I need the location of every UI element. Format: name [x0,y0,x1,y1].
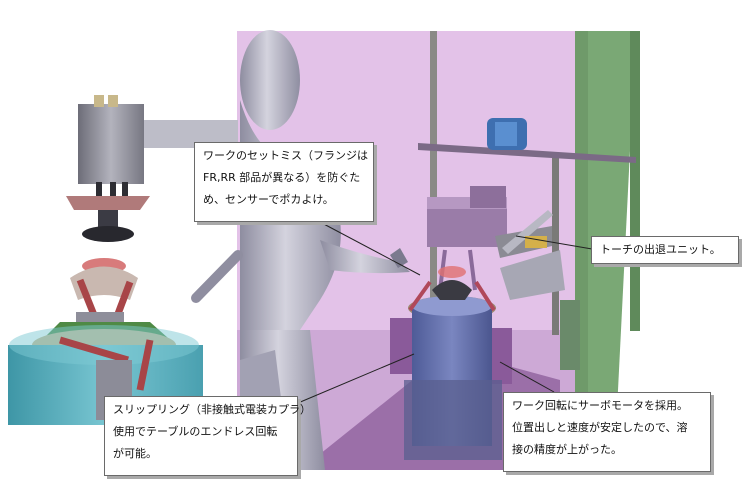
callout-set-miss-sensor: ワークのセットミス（フランジは FR,RR 部品が異なる）を防ぐた め、センサー… [194,142,374,222]
leader-lines [297,221,593,404]
callout-line: が可能。 [113,447,157,460]
callout-line: 接の精度が上がった。 [512,443,622,456]
callout-line: 位置出しと速度が安定したので、溶 [512,421,688,434]
callout-line: め、センサーでポカよけ。 [203,193,334,206]
callout-line: トーチの出退ユニット。 [600,243,721,256]
callout-line: ワーク回転にサーボモータを採用。 [512,399,688,412]
callout-line: FR,RR 部品が異なる）を防ぐた [203,171,361,184]
torch-unit [427,186,565,300]
callout-slip-ring: スリップリング（非接触式電装カプラ） 使用でテーブルのエンドレス回転 が可能。 [104,396,311,476]
callout-line: ワークのセットミス（フランジは [203,149,368,162]
callout-torch-unit: トーチの出退ユニット。 [591,236,739,264]
rotary-table [390,266,512,460]
callout-line: スリップリング（非接触式電装カプラ） [113,403,311,416]
top-shelf [418,118,636,163]
callout-line: 使用でテーブルのエンドレス回転 [113,425,278,438]
callout-servo-motor: ワーク回転にサーボモータを採用。 位置出しと速度が安定したので、溶 接の精度が上… [503,392,711,472]
